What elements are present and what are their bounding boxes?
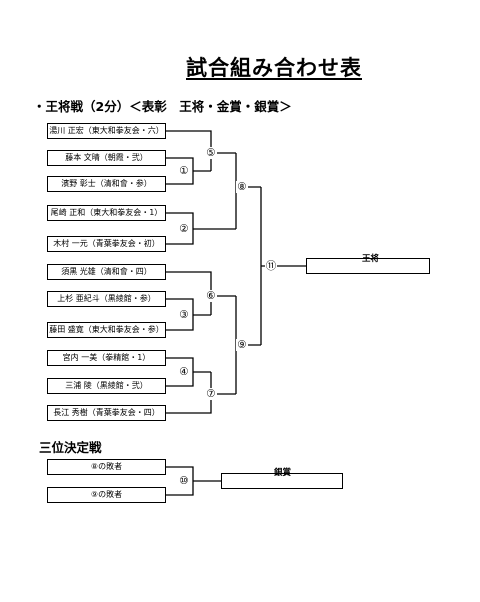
third-place-winner-box (221, 473, 343, 489)
final-winner-box (306, 258, 430, 274)
main-section-heading: ・王将戦（2分）＜表彰 王将・金賞・銀賞＞ (33, 99, 292, 114)
player-box: 藤本 文晴（朝霞・弐） (47, 150, 166, 166)
player-box: 長江 秀樹（青葉拳友会・四） (47, 405, 166, 421)
player-box: 濱野 彰士（清和會・参） (47, 176, 166, 192)
player-box: 須黒 光雄（清和會・四） (47, 264, 166, 280)
match-number-11: ⑪ (265, 260, 277, 272)
match-number-9: ⑨ (236, 339, 248, 351)
player-box: 三浦 陵（黒綾館・弐） (47, 378, 166, 394)
player-box: 湯川 正宏（東大和拳友会・六） (47, 123, 166, 139)
third-place-winner-label: 銀賞 (274, 468, 292, 478)
player-box: 木村 一元（青葉拳友会・初） (47, 236, 166, 252)
player-box: 尾崎 正和（東大和拳友会・1） (47, 205, 166, 221)
player-box: 上杉 亜紀斗（黒綾館・参） (47, 291, 166, 307)
match-number-10: ⑩ (178, 475, 190, 487)
final-winner-label: 王将 (362, 254, 380, 264)
match-number-2: ② (178, 223, 190, 235)
player-box: 藤田 盛寛（東大和拳友会・参） (47, 322, 166, 338)
match-number-6: ⑥ (205, 290, 217, 302)
match-number-8: ⑧ (236, 181, 248, 193)
page-title: 試合組み合わせ表 (186, 56, 362, 80)
third-place-heading: 三位決定戦 (39, 440, 102, 455)
match-number-1: ① (178, 165, 190, 177)
third-place-player-box: ⑨の敗者 (47, 487, 166, 503)
match-number-3: ③ (178, 309, 190, 321)
match-number-7: ⑦ (205, 388, 217, 400)
player-box: 宮内 一美（拳精館・1） (47, 350, 166, 366)
match-number-4: ④ (178, 366, 190, 378)
third-place-player-box: ⑧の敗者 (47, 459, 166, 475)
match-number-5: ⑤ (205, 147, 217, 159)
